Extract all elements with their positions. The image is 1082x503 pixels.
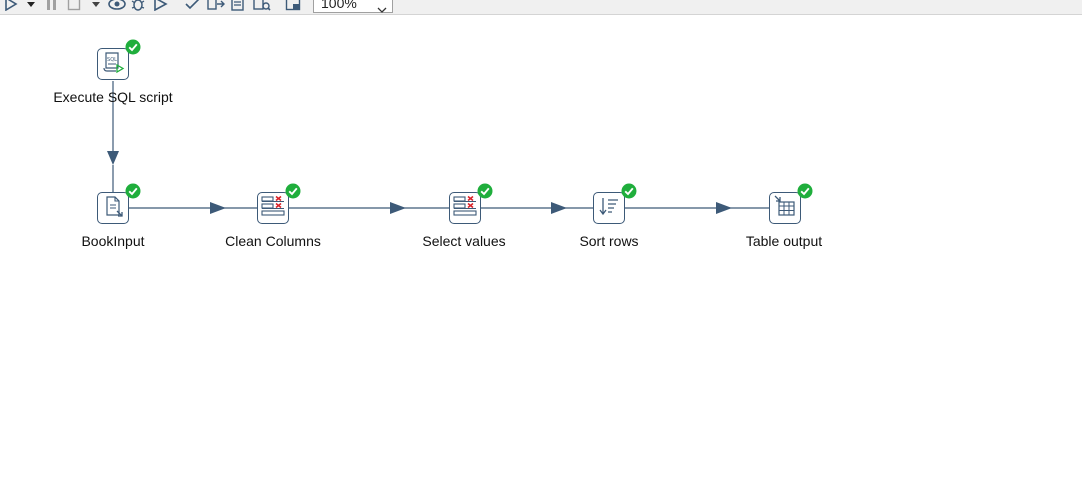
step-label: Table output xyxy=(745,233,823,249)
step-clean-columns[interactable] xyxy=(257,192,289,224)
text-file-input-icon xyxy=(101,194,125,222)
svg-text:SQL: SQL xyxy=(107,57,117,63)
preview-icon[interactable] xyxy=(108,0,126,12)
explore-db-icon[interactable] xyxy=(253,0,271,12)
success-check-icon xyxy=(125,183,141,199)
step-sort-rows[interactable] xyxy=(593,192,625,224)
select-values-icon xyxy=(452,194,478,222)
pause-icon[interactable] xyxy=(46,0,58,12)
toolbar: 100% xyxy=(0,0,1082,15)
success-check-icon xyxy=(125,39,141,55)
sql-icon[interactable] xyxy=(230,0,246,12)
success-check-icon xyxy=(477,183,493,199)
step-select-values[interactable] xyxy=(449,192,481,224)
step-label: Select values xyxy=(422,233,506,249)
step-table-output[interactable] xyxy=(769,192,801,224)
sql-script-icon: SQL xyxy=(101,50,125,78)
impact-icon[interactable] xyxy=(207,0,225,12)
stop-icon[interactable] xyxy=(67,0,81,12)
success-check-icon xyxy=(285,183,301,199)
step-label: Clean Columns xyxy=(225,233,321,249)
sort-rows-icon xyxy=(597,194,621,222)
run-icon[interactable] xyxy=(4,0,18,12)
success-check-icon xyxy=(797,183,813,199)
table-output-icon xyxy=(773,194,797,222)
success-check-icon xyxy=(621,183,637,199)
debug-icon[interactable] xyxy=(130,0,146,12)
step-label: Execute SQL script xyxy=(53,89,173,105)
step-execute-sql-script[interactable]: SQL xyxy=(97,48,129,80)
step-label: BookInput xyxy=(81,233,145,249)
step-label: Sort rows xyxy=(579,233,639,249)
run-dropdown-icon[interactable] xyxy=(26,0,36,12)
replay-icon[interactable] xyxy=(152,0,168,12)
transformation-canvas[interactable] xyxy=(0,15,1082,503)
verify-icon[interactable] xyxy=(185,0,201,12)
stop-dropdown-icon[interactable] xyxy=(91,0,101,12)
step-bookinput[interactable] xyxy=(97,192,129,224)
show-results-icon[interactable] xyxy=(285,0,301,12)
select-values-icon xyxy=(260,194,286,222)
zoom-value: 100% xyxy=(321,0,357,11)
chevron-down-icon[interactable] xyxy=(377,0,387,14)
zoom-select[interactable]: 100% xyxy=(313,0,393,13)
